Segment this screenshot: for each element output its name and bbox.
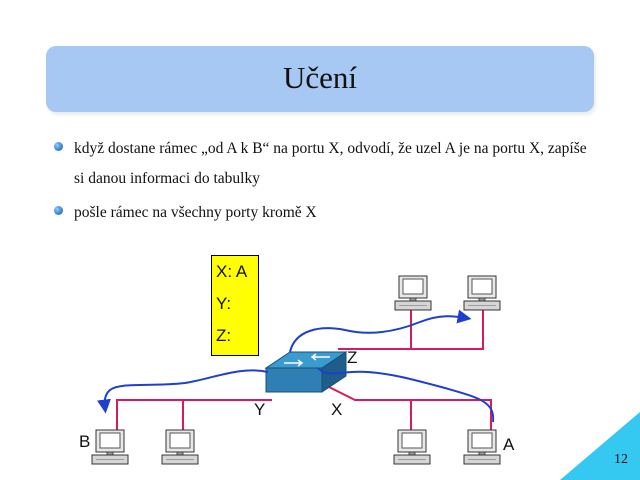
computer-icon <box>393 429 431 465</box>
arrow-to-z <box>289 309 472 353</box>
bullet-dot-icon <box>54 142 63 151</box>
bullet-text: pošle rámec na všechny porty kromě X <box>74 204 317 221</box>
mac-table-row: Z: <box>216 326 232 345</box>
computer-icon <box>463 429 501 465</box>
bullet-list: když dostane rámec „od A k B“ na portu X… <box>54 134 594 228</box>
mac-table-row: X: A <box>216 262 248 281</box>
slide-title: Učení <box>282 60 358 95</box>
link-x <box>326 385 492 430</box>
bullet-dot-icon <box>54 206 63 215</box>
computer-icon <box>394 275 432 311</box>
mac-table: X: A Y: Z: <box>211 255 259 356</box>
port-label-z: Z <box>347 348 358 367</box>
frame-flow-arrows <box>97 309 495 423</box>
link-z-right <box>411 307 484 350</box>
bullet-item: pošle rámec na všechny porty kromě X <box>54 198 594 228</box>
computer-icon <box>463 275 501 311</box>
mac-table-row: Y: <box>216 294 232 313</box>
arrow-to-b <box>97 369 269 414</box>
page-number: 12 <box>614 452 628 467</box>
bullet-item: když dostane rámec „od A k B“ na portu X… <box>54 134 594 194</box>
port-label-y: Y <box>254 400 266 419</box>
network-links <box>116 307 492 430</box>
link-y <box>116 399 272 430</box>
node-label-a: A <box>503 435 515 454</box>
network-switch-icon <box>264 351 348 393</box>
node-label-b: B <box>79 432 91 451</box>
bullet-text: když dostane rámec „od A k B“ na portu X… <box>74 140 587 187</box>
corner-decoration <box>560 412 640 480</box>
computer-icon <box>91 429 129 465</box>
title-box: Učení <box>46 46 594 112</box>
port-label-x: X <box>331 400 343 419</box>
arrow-from-a <box>317 367 495 423</box>
computer-icon <box>161 429 199 465</box>
